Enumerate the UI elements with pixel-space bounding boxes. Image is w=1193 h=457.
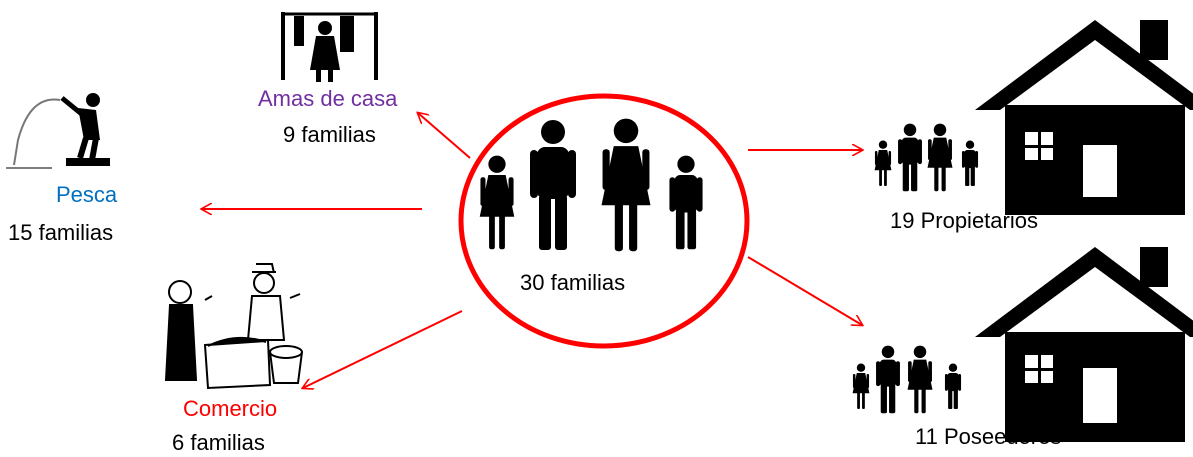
propietarios-family-icon [874,123,979,192]
arrow-to-comercio [303,310,463,388]
propietarios-label: 19 Propietarios [890,208,1038,233]
family-icon [479,118,703,252]
merchants-icon [164,263,303,390]
center-family-group [458,93,750,349]
propietarios-house-icon [975,20,1193,215]
clothesline-icon [281,12,378,82]
comercio-title: Comercio [183,396,278,421]
comercio-count: 6 familias [172,430,265,455]
pesca-count: 15 familias [8,220,114,245]
amas-count: 9 familias [283,122,376,147]
poseedores-house-icon [975,247,1193,442]
center-circle [458,93,750,349]
arrows [202,113,862,388]
amas-title: Amas de casa [258,86,398,111]
arrow-to-amas [418,113,471,159]
poseedores-label: 11 Poseedores [915,424,1062,449]
center-label: 30 familias [520,270,626,295]
pesca-title: Pesca [56,182,118,207]
poseedores-family-icon [852,345,962,414]
fisherman-icon [6,93,110,169]
arrow-to-poseedores [747,256,862,325]
